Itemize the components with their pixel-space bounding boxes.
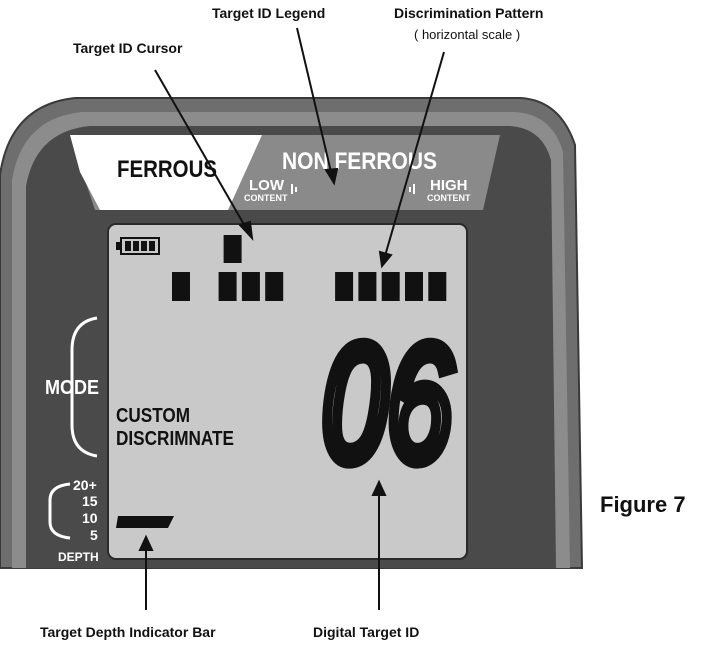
callout-target-depth-indicator-bar: Target Depth Indicator Bar bbox=[40, 624, 216, 640]
high-tone-icon bbox=[409, 184, 415, 194]
legend-high-content: CONTENT bbox=[427, 193, 471, 203]
battery-cell bbox=[125, 241, 131, 251]
ferrous-band bbox=[70, 135, 262, 210]
figure-caption: Figure 7 bbox=[600, 492, 686, 517]
arrowhead-digital-id bbox=[371, 479, 387, 496]
discrimination-segment bbox=[265, 272, 284, 301]
depth-tick-10: 10 bbox=[82, 510, 98, 526]
arrowhead-legend bbox=[324, 167, 339, 186]
depth-tick-5: 5 bbox=[90, 527, 98, 543]
depth-tick-15: 15 bbox=[82, 493, 98, 509]
arrowhead-cursor bbox=[238, 220, 254, 241]
leader-discrimination bbox=[384, 51, 445, 257]
discrimination-segment bbox=[172, 272, 190, 301]
battery-tip bbox=[116, 242, 121, 250]
discrimination-segment bbox=[335, 272, 354, 301]
discrimination-segment bbox=[405, 272, 423, 301]
mode-label: MODE bbox=[45, 377, 99, 399]
legend-low: LOW bbox=[249, 177, 285, 194]
battery-icon bbox=[116, 237, 160, 255]
callout-target-id-cursor: Target ID Cursor bbox=[73, 40, 183, 56]
mode-line-1: CUSTOM bbox=[116, 405, 190, 427]
legend-ferrous: FERROUS bbox=[117, 156, 217, 183]
discrimination-segment bbox=[358, 272, 377, 301]
battery-cell bbox=[141, 241, 147, 251]
lcd-screen bbox=[107, 223, 468, 560]
discrimination-segment bbox=[218, 272, 237, 301]
legend-non-ferrous: NON FERROUS bbox=[282, 148, 437, 175]
callout-discrimination-pattern-sub: ( horizontal scale ) bbox=[414, 27, 521, 42]
discrimination-pattern bbox=[172, 272, 447, 301]
digital-target-id: 06 bbox=[322, 311, 452, 495]
callout-discrimination-pattern: Discrimination Pattern bbox=[394, 5, 544, 21]
legend-low-content: CONTENT bbox=[244, 193, 288, 203]
depth-bracket bbox=[48, 482, 71, 540]
arrowhead-depth-bar bbox=[138, 534, 154, 551]
mode-line-2: DISCRIMNATE bbox=[116, 428, 234, 450]
discrimination-segment bbox=[428, 272, 447, 301]
depth-tick-20: 20+ bbox=[73, 477, 97, 493]
depth-label: DEPTH bbox=[58, 550, 99, 564]
callout-target-id-legend: Target ID Legend bbox=[212, 5, 326, 21]
arrowhead-discrimination bbox=[378, 250, 393, 269]
battery-cell bbox=[133, 241, 139, 251]
target-id-cursor bbox=[223, 235, 242, 263]
low-tone-icon bbox=[291, 184, 297, 194]
leader-target-id-cursor bbox=[154, 69, 247, 229]
battery-cell bbox=[149, 241, 155, 251]
discrimination-segment bbox=[241, 272, 260, 301]
leader-target-id-legend bbox=[296, 27, 332, 173]
legend-high: HIGH bbox=[430, 177, 468, 194]
mode-bracket bbox=[70, 316, 98, 458]
callout-digital-target-id: Digital Target ID bbox=[313, 624, 420, 640]
leader-lines bbox=[138, 27, 445, 610]
target-depth-indicator-bar bbox=[116, 516, 174, 528]
discrimination-segment bbox=[381, 272, 400, 301]
